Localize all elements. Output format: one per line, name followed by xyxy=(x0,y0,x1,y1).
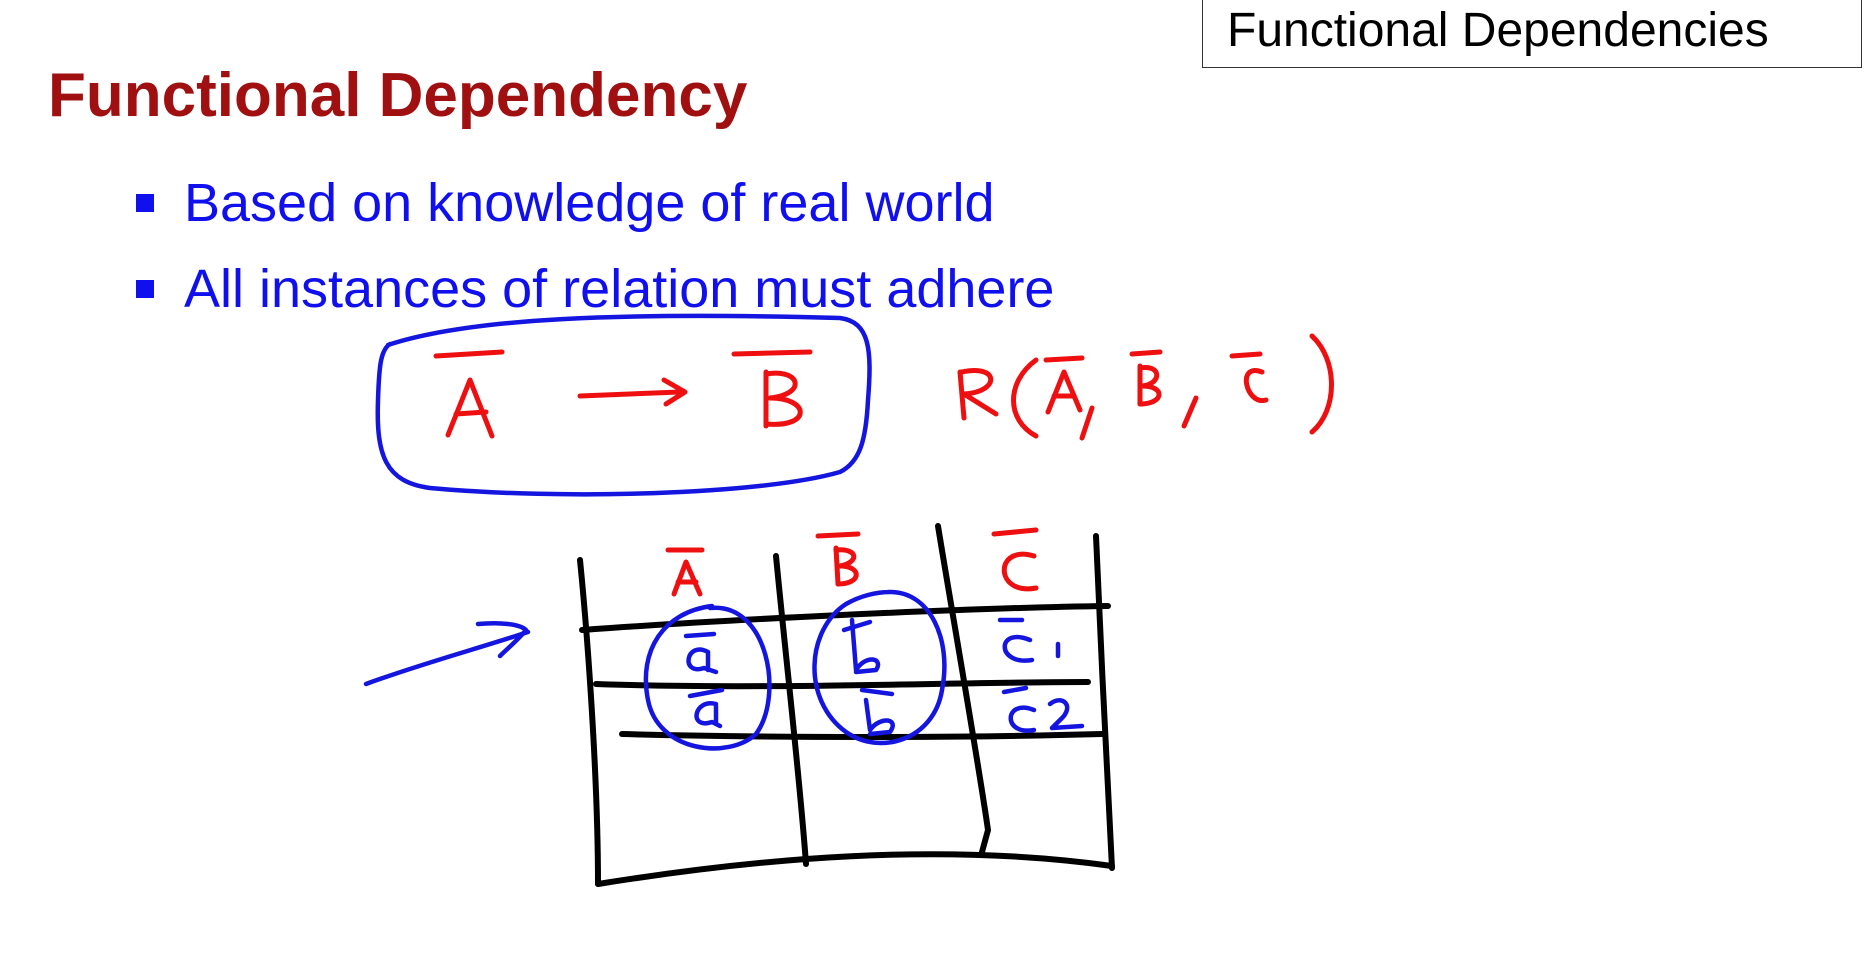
handwritten-relation-schema xyxy=(957,333,1334,441)
blue-pointer-arrow-icon xyxy=(363,621,531,687)
bullet-text: Based on knowledge of real world xyxy=(184,173,995,233)
bullet-list: Based on knowledge of real world All ins… xyxy=(136,160,1054,332)
handwritten-arrow-icon xyxy=(577,377,688,407)
blue-circle-b-values xyxy=(812,589,947,746)
handwritten-cell-values xyxy=(683,617,1085,737)
handwritten-column-headers xyxy=(665,527,1039,597)
blue-circle-a-values xyxy=(643,603,772,751)
blue-box-annotation xyxy=(375,313,872,497)
square-bullet-icon xyxy=(136,194,154,212)
handwritten-b-bar xyxy=(731,349,813,429)
handwritten-table-grid xyxy=(577,523,1115,887)
section-label: Functional Dependencies xyxy=(1202,0,1862,68)
square-bullet-icon xyxy=(136,280,154,298)
bullet-item: Based on knowledge of real world xyxy=(136,160,1054,246)
bullet-text: All instances of relation must adhere xyxy=(184,259,1055,319)
bullet-item: All instances of relation must adhere xyxy=(136,246,1054,332)
handwritten-a-bar xyxy=(433,349,505,439)
slide-title: Functional Dependency xyxy=(48,61,748,130)
